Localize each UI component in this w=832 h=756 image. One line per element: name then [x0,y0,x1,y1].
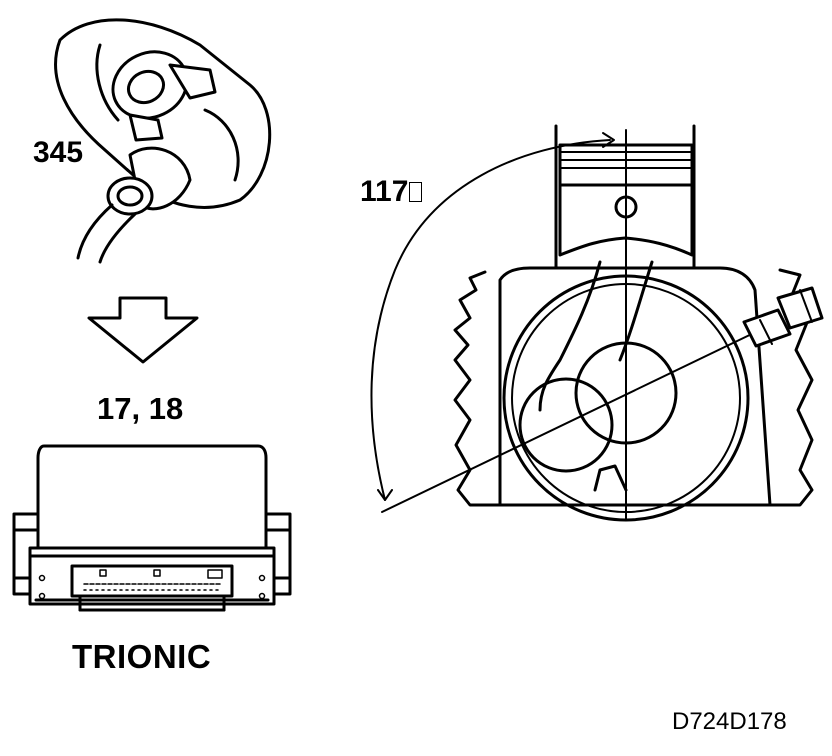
drawing-code-label: D724D178 [672,708,787,735]
control-unit-name-label: TRIONIC [72,638,212,675]
sensor-number-label: 345 [33,136,84,169]
angle-value: 117 [360,175,409,208]
crankshaft-position-sensor-icon [56,20,270,262]
engine-cross-section-icon [371,126,822,520]
degree-glyph-icon [409,182,423,202]
down-arrow-icon [89,298,197,362]
control-module-icon [14,446,290,610]
control-unit-number-label: 17, 18 [97,391,184,426]
angle-label: 117 [360,175,423,208]
